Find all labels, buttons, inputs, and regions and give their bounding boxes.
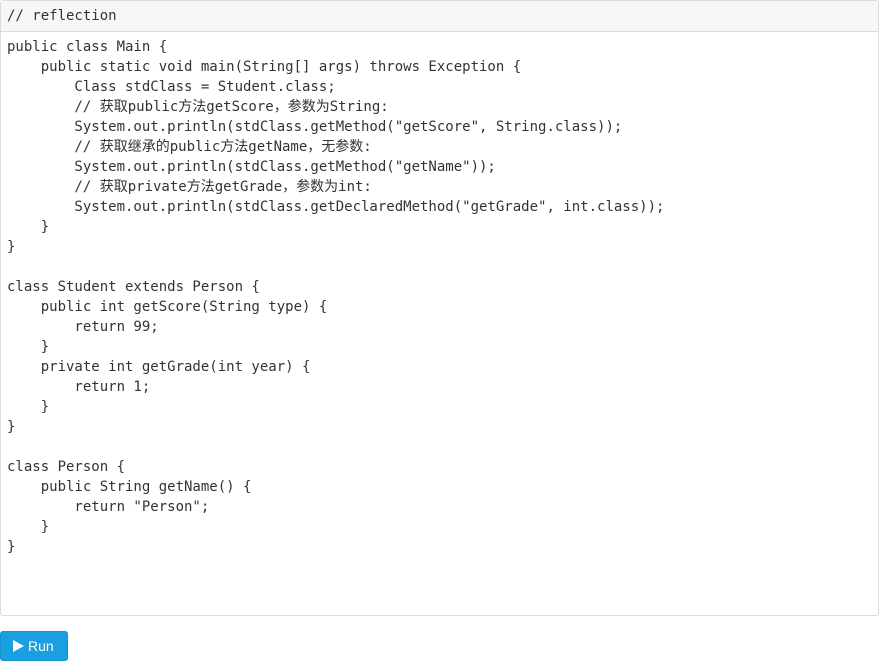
editor-header: // reflection bbox=[1, 1, 878, 32]
code-line bbox=[7, 257, 872, 277]
code-line: // 获取private方法getGrade，参数为int: bbox=[7, 179, 372, 195]
code-line: Class stdClass = Student.class; bbox=[7, 79, 336, 95]
code-line: return "Person"; bbox=[7, 499, 210, 515]
run-button[interactable]: Run bbox=[0, 631, 68, 661]
code-line: return 1; bbox=[7, 379, 151, 395]
code-line: class Student extends Person { bbox=[7, 279, 260, 295]
code-line: class Person { bbox=[7, 459, 126, 475]
code-editor[interactable]: // reflection public class Main { public… bbox=[0, 0, 879, 616]
play-icon bbox=[13, 640, 24, 652]
code-line: System.out.println(stdClass.getMethod("g… bbox=[7, 159, 496, 175]
editor-header-label: // reflection bbox=[7, 8, 117, 24]
code-line: } bbox=[7, 399, 50, 415]
code-line: } bbox=[7, 219, 50, 235]
code-line: public static void main(String[] args) t… bbox=[7, 59, 522, 75]
code-line: } bbox=[7, 519, 50, 535]
code-line: System.out.println(stdClass.getMethod("g… bbox=[7, 119, 623, 135]
code-line: return 99; bbox=[7, 319, 159, 335]
code-line: private int getGrade(int year) { bbox=[7, 359, 311, 375]
code-line: } bbox=[7, 339, 50, 355]
code-line: // 获取继承的public方法getName，无参数: bbox=[7, 139, 372, 155]
code-area[interactable]: public class Main { public static void m… bbox=[1, 32, 878, 614]
code-line bbox=[7, 437, 872, 457]
code-line: } bbox=[7, 239, 16, 255]
code-line: } bbox=[7, 419, 16, 435]
code-line: public String getName() { bbox=[7, 479, 252, 495]
code-line: public class Main { bbox=[7, 39, 168, 55]
code-line: public int getScore(String type) { bbox=[7, 299, 328, 315]
run-button-label: Run bbox=[28, 638, 54, 654]
code-line: System.out.println(stdClass.getDeclaredM… bbox=[7, 199, 665, 215]
code-line: // 获取public方法getScore，参数为String: bbox=[7, 99, 389, 115]
code-line: } bbox=[7, 539, 16, 555]
